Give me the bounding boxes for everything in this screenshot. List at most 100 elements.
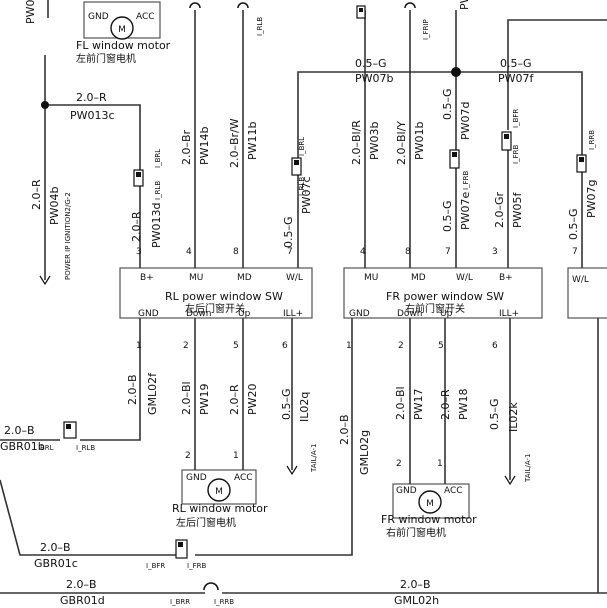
rl-term-top: MU [189, 273, 203, 283]
pw05f-label: PW05f [511, 191, 524, 228]
rl-motor-cn: 左后门窗电机 [176, 516, 236, 529]
motor-icon [418, 490, 442, 514]
gbr01b-label: GBR01b [0, 440, 45, 453]
fl-motor-title: FL window motor [76, 39, 171, 52]
rlb-bl-label: I_RLB [76, 444, 95, 452]
fr-motor-title: FR window motor [381, 513, 477, 526]
ign-label: POWER IP IGNITION2/G-2 [64, 192, 72, 280]
top-connector-frip: I_FRIP PW [356, 0, 471, 40]
frb-label: I_FRB [462, 171, 470, 190]
pw07c-wire: 0.5–G [282, 216, 295, 248]
pw07e-label: PW07e [459, 191, 472, 230]
fr-term-top: MD [411, 273, 426, 283]
pw18-wire: 2.0–R [439, 389, 452, 420]
fr-term-bot: ILL+ [499, 309, 519, 319]
splice-dot [41, 101, 49, 109]
fr-term-top: B+ [499, 273, 513, 283]
gml02h-wire: 2.0–B [400, 578, 431, 591]
pw013d-label: PW013d [150, 203, 163, 249]
pw20-wire: 2.0–R [228, 384, 241, 415]
rl-term-bot: Down [186, 309, 212, 319]
pw07c-label: PW07c [300, 176, 313, 214]
rl-term-top: B+ [140, 273, 154, 283]
pw11b-label: PW11b [246, 121, 259, 160]
motor-m-glyph: M [426, 499, 434, 509]
arrow-icon [504, 475, 516, 486]
il02q-wire: 0.5–G [280, 388, 293, 420]
motor-icon [207, 478, 231, 502]
rlb-top-label: I_RLB [256, 17, 264, 36]
rr-term-top: W/L [572, 275, 589, 285]
fr-term-bot: Up [440, 309, 453, 319]
pw07e-wire: 0.5–G [441, 200, 454, 232]
motor-icon [110, 16, 134, 40]
rl-term-bot: ILL+ [283, 309, 303, 319]
pw013c-label: PW013c [70, 109, 115, 122]
pw01-label: PW01 [24, 0, 37, 24]
bfr-bottom-label: I_BFR [146, 562, 165, 570]
fr-switch-cn: 右前门窗开关 [405, 302, 465, 315]
il02k-wire: 0.5–G [488, 398, 501, 430]
motor-m-glyph: M [118, 25, 126, 35]
pw04b-wire: 2.0–R [30, 179, 43, 210]
gbr01b-wire: 2.0–B [4, 424, 35, 437]
rl-pin-bot: 2 [183, 341, 189, 351]
fr-pin-top: 4 [360, 247, 366, 257]
fl-motor-cn: 左前门窗电机 [76, 52, 136, 65]
connector-rrb: I_RRB [576, 130, 596, 173]
frb-bottom-label: I_FRB [187, 562, 206, 570]
rl-pin-bot: 6 [282, 341, 288, 351]
pw01b-wire: 2.0–Bl/Y [395, 121, 408, 165]
fr-motor-acc: ACC [444, 486, 463, 496]
pw04b-label: PW04b [48, 186, 61, 225]
pw013d-sub: I_RLB [154, 181, 162, 200]
rl-tail-label: TAIL/A-1 [310, 444, 318, 473]
fr-pin-top: 3 [492, 247, 498, 257]
pw18-label: PW18 [457, 388, 470, 420]
fr-term-bot: Down [397, 309, 423, 319]
rlb-rl-label: I_RLB [298, 177, 306, 196]
pw14b-label: PW14b [198, 126, 211, 165]
rl-pin-top: 7 [287, 247, 293, 257]
pw07g-label: PW07g [585, 180, 598, 219]
pw07d-label: PW07d [459, 102, 472, 141]
gml02g-wire: 2.0–B [338, 414, 351, 445]
rl-switch-body [119, 267, 313, 319]
pw07b-wire: 0.5–G [355, 57, 387, 70]
fr-switch-body [343, 267, 543, 319]
gbr01c-wire: 2.0–B [40, 541, 71, 554]
bfr-label: I_BFR [512, 109, 520, 128]
pw19-label: PW19 [198, 383, 211, 415]
rl-pin-bot: 5 [233, 341, 239, 351]
fl-motor: M GND ACC FL window motor 左前门窗电机 [76, 1, 171, 65]
fr-pin-bot: 6 [492, 341, 498, 351]
fr-switch-title: FR power window SW [386, 290, 504, 303]
splice-dot [451, 67, 461, 77]
pw19-wire: 2.0–Bl [180, 381, 193, 415]
fr-pin-top: 8 [405, 247, 411, 257]
pw07g-wire: 0.5–G [567, 208, 580, 240]
gml02f-label: GML02f [146, 372, 159, 415]
fr-motor-gnd: GND [396, 486, 417, 496]
rr-pin-top: 7 [572, 247, 578, 257]
fr-motor-pin: 2 [396, 459, 402, 469]
il02q-label: IL02q [298, 392, 311, 422]
brl-bl-label: BRL [40, 444, 54, 452]
pw17-label: PW17 [412, 388, 425, 420]
gml02f-wire: 2.0–B [126, 374, 139, 405]
rl-term-top: W/L [286, 273, 303, 283]
fl-motor-acc: ACC [136, 12, 155, 22]
arrow-icon [286, 465, 298, 476]
brl-rl-label: I_BRL [298, 137, 306, 156]
rl-pin-top: 4 [186, 247, 192, 257]
gbr01d-label: GBR01d [60, 594, 105, 607]
rl-motor-pin: 2 [185, 451, 191, 461]
rl-motor-acc: ACC [234, 473, 253, 483]
rr-power-window-switch-partial: 7 W/L [567, 247, 607, 319]
gbr01c-label: GBR01c [34, 557, 78, 570]
pw05f-wire: 2.0–Gr [493, 191, 506, 228]
fr-motor: M GND ACC FR window motor 右前门窗电机 [381, 483, 477, 539]
fr-pin-bot: 1 [346, 341, 352, 351]
fr-term-bot: GND [349, 309, 370, 319]
